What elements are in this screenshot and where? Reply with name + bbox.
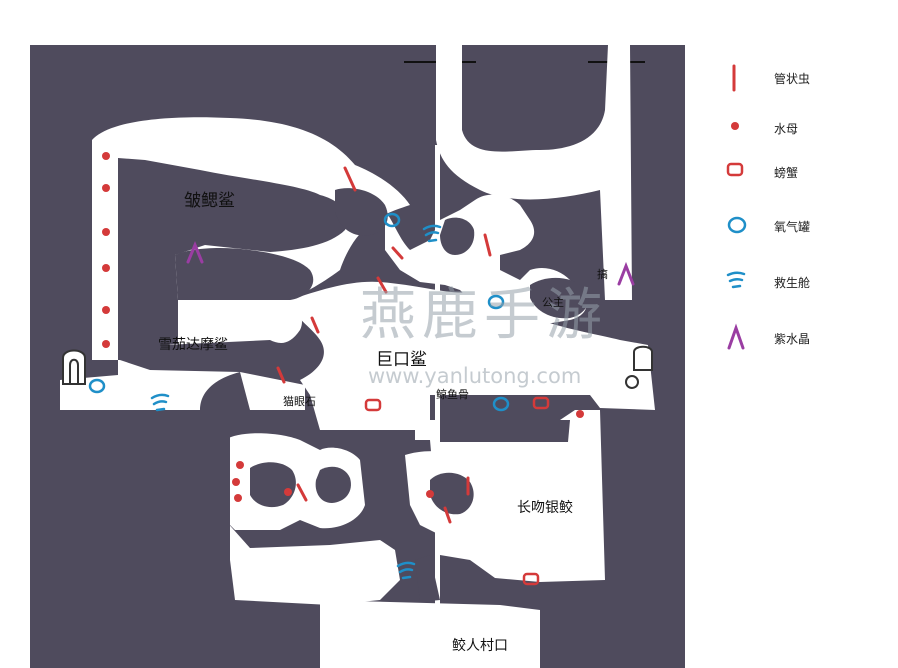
legend-item-purple-crystal: 紫水晶 (722, 322, 892, 362)
tube-worm-icon (732, 64, 736, 92)
crab-icon (726, 162, 744, 177)
legend-label: 管状虫 (774, 72, 811, 86)
legend-label: 氧气罐 (774, 220, 811, 234)
area-label-whale-bone: 鲸鱼骨 (436, 388, 469, 401)
crab-markers (364, 396, 550, 586)
tube-worms (276, 166, 492, 524)
oxygen-tank-icon (727, 216, 747, 234)
legend-label: 紫水晶 (774, 332, 811, 346)
purple-crystal-icon (727, 323, 745, 350)
area-label-frilled-shark: 皱鳃鲨 (184, 191, 235, 211)
area-label-cat-eye: 猫眼石 (283, 395, 316, 408)
legend-item-jellyfish: 水母 (722, 112, 892, 152)
legend-item-oxygen-tank: 氧气罐 (722, 210, 892, 250)
escape-pod-markers (150, 224, 442, 580)
oxygen-tank-markers (88, 212, 510, 412)
jellyfish-icon (731, 122, 739, 130)
legend-label: 螃蟹 (774, 166, 799, 180)
area-label-mark: 搞 (597, 268, 608, 281)
legend-label: 救生舱 (774, 276, 811, 290)
legend-item-tube-worm: 管状虫 (722, 62, 892, 102)
area-label-cigar-shark: 雪茄达摩鲨 (158, 337, 228, 353)
gate-icons (62, 345, 653, 389)
area-label-megamouth: 巨口鲨 (376, 350, 427, 370)
watermark-url: www.yanlutong.com (368, 364, 582, 388)
area-label-village: 鲛人村口 (452, 638, 508, 654)
legend-item-crab: 螃蟹 (722, 156, 892, 196)
escape-pod-icon (726, 271, 746, 289)
watermark-text: 燕鹿手游 (360, 283, 608, 348)
area-label-longnose: 长吻银鲛 (517, 500, 573, 516)
rock-islands (30, 188, 590, 668)
legend-label: 水母 (774, 122, 799, 136)
crystal-markers (186, 241, 635, 286)
jellyfish-markers (102, 152, 584, 502)
legend-item-escape-pod: 救生舱 (722, 266, 892, 306)
area-label-princess: 公主 (542, 296, 564, 309)
